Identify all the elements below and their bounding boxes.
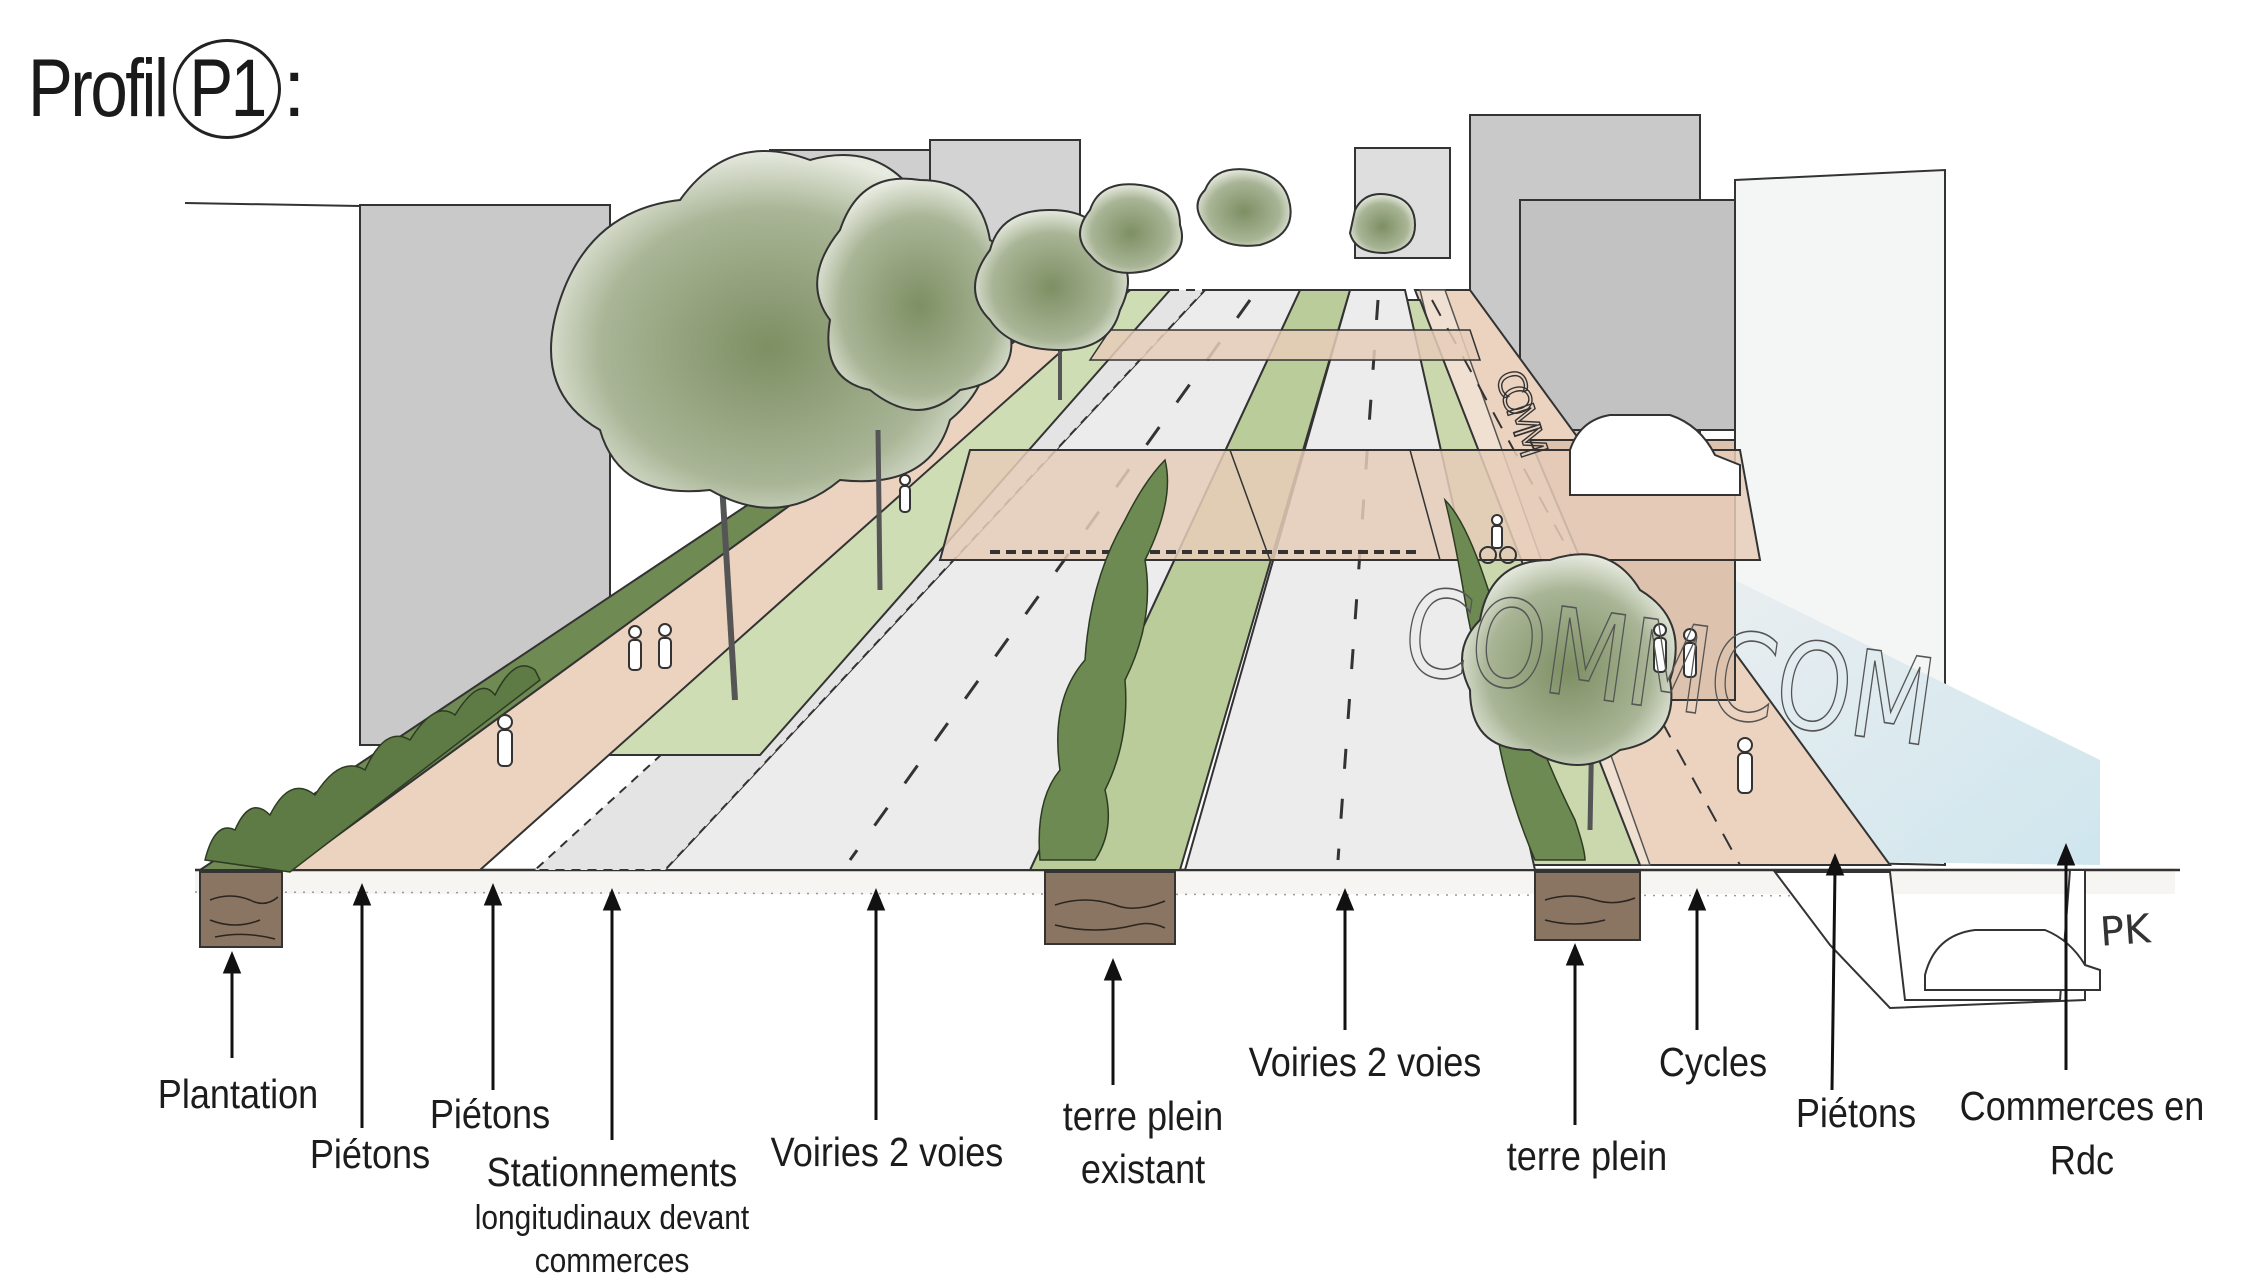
pedestrian: [658, 623, 672, 669]
arrow-cycles: [1687, 888, 1707, 1030]
arrow-terre-plein: [1565, 943, 1585, 1125]
arrow-stationnements: [602, 888, 622, 1140]
pedestrian: [1737, 737, 1753, 794]
label-voiries-left: Voiries 2 voies: [770, 1129, 1004, 1175]
cars: [1569, 414, 2101, 991]
right-carriageway: [1183, 289, 1537, 871]
label-terre-plein-existant-1: terre plein: [1062, 1093, 1224, 1139]
pedestrian: [628, 625, 642, 671]
label-cycles: Cycles: [1658, 1039, 1768, 1085]
label-terre-plein-existant-2: existant: [1080, 1146, 1206, 1192]
title-code-circle: P1: [172, 39, 281, 139]
people: [497, 474, 1753, 794]
arrow-voiries-left: [866, 888, 886, 1120]
left-lane-marking: [848, 299, 1252, 861]
label-commerces-2: Rdc: [2049, 1137, 2115, 1183]
label-pietons-left: Piétons: [309, 1131, 431, 1177]
pedestrian: [1683, 628, 1697, 678]
soil-texture: [209, 895, 1636, 940]
central-median-section: [1044, 871, 1176, 945]
arrow-plantation: [222, 951, 242, 1058]
artist-signature: PK: [2098, 906, 2152, 956]
arrow-pietons-2: [483, 883, 503, 1090]
tree-left-4: [1079, 183, 1183, 274]
label-pietons-right: Piétons: [1795, 1090, 1917, 1136]
label-commerces-1: Commerces en: [1959, 1083, 2205, 1129]
arrow-commerces: [2056, 843, 2076, 1070]
building-right-2: [1519, 199, 1736, 431]
plantation-section: [199, 871, 283, 948]
tree-left-2: [816, 177, 1023, 591]
label-terre-plein: terre plein: [1506, 1133, 1668, 1179]
car-deck: [1569, 414, 1741, 496]
tree-far-center: [1196, 168, 1417, 255]
pedestrian: [899, 474, 911, 513]
soil-sections: [199, 869, 2086, 1010]
profile-title: Profil P1 :: [28, 34, 306, 144]
label-stationnements-sub2: commerces: [534, 1242, 690, 1280]
trees: [550, 150, 1677, 831]
label-voiries-right: Voiries 2 voies: [1248, 1039, 1482, 1085]
arrow-pietons-right: [1825, 853, 1845, 1091]
title-colon: :: [282, 43, 306, 134]
arrow-voiries-right: [1335, 888, 1355, 1030]
tree-right-median: [1461, 553, 1677, 831]
label-stationnements-sub1: longitudinaux devant: [474, 1199, 750, 1237]
arrow-pietons-left: [352, 883, 372, 1128]
title-code: P1: [189, 43, 267, 134]
label-plantation: Plantation: [157, 1071, 319, 1117]
pedestrian: [497, 714, 513, 767]
car-underground: [1924, 929, 2101, 991]
right-median-section: [1534, 871, 1641, 941]
pedestrian: [1653, 623, 1667, 673]
underground-parking-section: [1772, 869, 2086, 1010]
label-pietons-2: Piétons: [429, 1091, 551, 1137]
arrow-terre-plein-existant: [1103, 958, 1123, 1085]
cyclist: [1479, 514, 1517, 564]
right-lane-marking: [1336, 299, 1380, 861]
label-stationnements: Stationnements: [486, 1149, 738, 1195]
pointer-arrows: [222, 843, 2076, 1140]
title-text: Profil: [28, 43, 169, 134]
